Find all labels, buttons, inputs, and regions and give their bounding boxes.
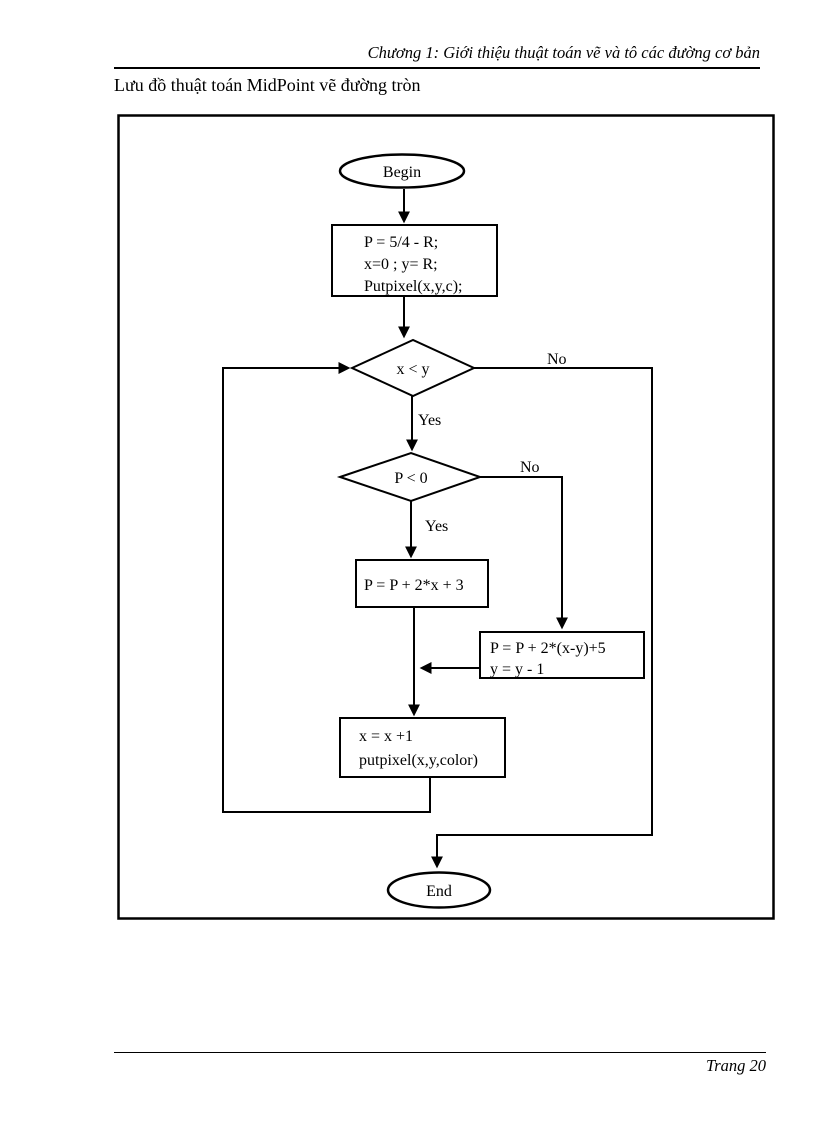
decision1-label: x < y <box>396 361 429 378</box>
init-line-2: x=0 ; y= R; <box>364 256 438 273</box>
page-subtitle: Lưu đồ thuật toán MidPoint vẽ đường tròn <box>114 75 421 95</box>
yes-label-1: Yes <box>418 412 441 429</box>
process-step-box <box>339 717 506 778</box>
begin-terminator <box>338 153 466 189</box>
header-rule <box>114 67 760 69</box>
end-label: End <box>426 883 452 900</box>
process-step-line-1: x = x +1 <box>359 728 413 745</box>
no-branch-1-line <box>431 367 653 869</box>
yes-label-2: Yes <box>425 518 448 535</box>
process-step-line-2: putpixel(x,y,color) <box>359 752 478 769</box>
process-no-box <box>479 631 645 679</box>
init-line-1: P = 5/4 - R; <box>364 234 438 251</box>
flowchart-frame <box>117 114 775 920</box>
page-number: Trang 20 <box>705 1056 766 1075</box>
decision2-label: P < 0 <box>394 470 427 487</box>
process-yes-line-1: P = P + 2*x + 3 <box>364 577 464 594</box>
end-terminator <box>386 871 492 909</box>
process-no-line-1: P = P + 2*(x-y)+5 <box>490 640 606 657</box>
process-no-line-2: y = y - 1 <box>490 661 544 678</box>
flowchart-diagram: Begin P = 5/4 - R; x=0 ; y= R; Putpixel(… <box>117 114 775 920</box>
begin-label: Begin <box>383 164 421 181</box>
loop-back-line <box>222 362 431 813</box>
process-yes-box <box>355 559 489 608</box>
no-label-2: No <box>520 459 540 476</box>
no-branch-2-line <box>480 476 568 630</box>
init-line-3: Putpixel(x,y,c); <box>364 278 463 295</box>
footer-rule <box>114 1052 766 1053</box>
chapter-header: Chương 1: Giới thiệu thuật toán vẽ và tô… <box>367 43 760 62</box>
init-process-box <box>331 224 498 297</box>
no-label-1: No <box>547 351 567 368</box>
